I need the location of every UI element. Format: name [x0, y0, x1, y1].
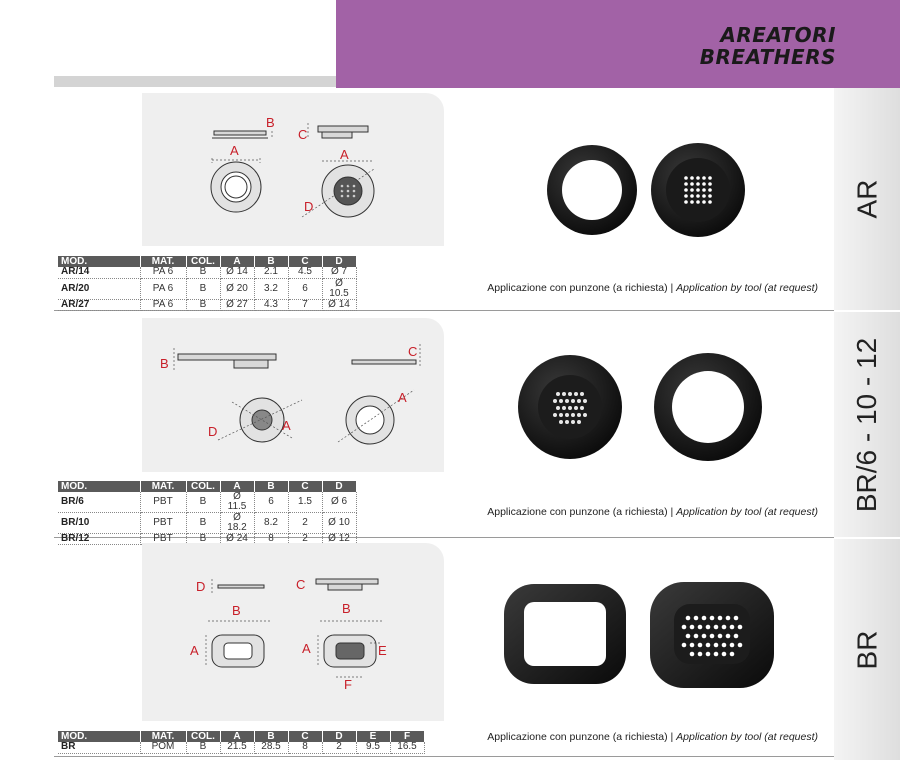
- col-header-mat: MAT.: [140, 731, 187, 742]
- col-header-d: D: [322, 256, 357, 267]
- table-row: BR/10 PBT B Ø 18.2 8.2 2 Ø 10: [58, 512, 357, 534]
- spec-table-br-series: MOD. MAT. COL. A B C D BR/6 PBT B Ø 11.5…: [58, 481, 357, 545]
- table-row: BR POM B 21.5 28.5 8 2 9.5 16.5: [58, 742, 425, 754]
- header-grey-rule: [54, 76, 336, 87]
- col-header-mat: MAT.: [140, 481, 187, 492]
- application-note-br-series: Applicazione con punzone (a richiesta) |…: [487, 506, 818, 518]
- col-header-a: A: [220, 731, 255, 742]
- table-row: AR/20 PA 6 B Ø 20 3.2 6 Ø 10.5: [58, 278, 357, 300]
- side-label-br-series: BR/6 - 10 - 12: [851, 337, 882, 512]
- side-tab-br: BR: [834, 539, 900, 760]
- product-photo-br-series: [518, 353, 762, 461]
- page-title: AREATORI BREATHERS: [700, 24, 836, 68]
- dimension-label-b2: B: [342, 601, 351, 616]
- dimension-label-b: B: [232, 603, 241, 618]
- dimension-label-a: A: [230, 143, 239, 158]
- dimension-label-a2: A: [340, 147, 349, 162]
- dimension-label-a: A: [190, 643, 199, 658]
- dimension-label-c: C: [296, 577, 305, 592]
- header-band: AREATORI BREATHERS: [336, 0, 900, 88]
- dimension-label-d: D: [208, 424, 217, 439]
- col-header-mod: MOD.: [58, 256, 141, 267]
- dimension-label-e: E: [378, 643, 387, 658]
- col-header-d: D: [322, 481, 357, 492]
- product-photo-ar: [547, 143, 745, 237]
- col-header-mod: MOD.: [58, 481, 141, 492]
- col-header-f: F: [390, 731, 425, 742]
- dimension-label-d: D: [196, 579, 205, 594]
- section-divider: [54, 537, 834, 538]
- application-note-br: Applicazione con punzone (a richiesta) |…: [487, 731, 818, 743]
- dimension-label-a: A: [282, 418, 291, 433]
- side-label-br: BR: [851, 630, 882, 669]
- col-header-col: COL.: [186, 731, 221, 742]
- technical-drawing-ar: A B C A D: [142, 93, 444, 246]
- section-divider: [54, 756, 834, 757]
- side-label-ar: AR: [851, 179, 882, 219]
- col-header-b: B: [254, 481, 289, 492]
- dimension-label-b: B: [160, 356, 169, 371]
- dimension-label-c: C: [298, 127, 307, 142]
- dimension-label-a2: A: [302, 641, 311, 656]
- col-header-c: C: [288, 481, 323, 492]
- section-divider: [54, 310, 834, 311]
- spec-table-br: MOD. MAT. COL. A B C D E F BR POM B 21.5…: [58, 731, 425, 754]
- application-note-ar: Applicazione con punzone (a richiesta) |…: [487, 282, 818, 294]
- col-header-col: COL.: [186, 481, 221, 492]
- col-header-d: D: [322, 731, 357, 742]
- col-header-a: A: [220, 256, 255, 267]
- col-header-c: C: [288, 256, 323, 267]
- dimension-label-d: D: [304, 199, 313, 214]
- product-photo-br: [504, 582, 774, 688]
- dimension-label-b: B: [266, 115, 275, 130]
- title-italian: AREATORI: [720, 23, 836, 47]
- table-row: BR/6 PBT B Ø 11.5 6 1.5 Ø 6: [58, 492, 357, 513]
- spec-table-ar: MOD. MAT. COL. A B C D AR/14 PA 6 B Ø 14…: [58, 256, 357, 311]
- side-tab-br-series: BR/6 - 10 - 12: [834, 312, 900, 537]
- col-header-mod: MOD.: [58, 731, 141, 742]
- col-header-b: B: [254, 731, 289, 742]
- col-header-col: COL.: [186, 256, 221, 267]
- table-row: AR/27 PA 6 B Ø 27 4.3 7 Ø 14: [58, 299, 357, 311]
- col-header-mat: MAT.: [140, 256, 187, 267]
- technical-drawing-br: D C B B A A E F: [142, 543, 444, 721]
- title-english: BREATHERS: [699, 45, 836, 69]
- table-row: BR/12 PBT B Ø 24 8 2 Ø 12: [58, 533, 357, 545]
- col-header-b: B: [254, 256, 289, 267]
- col-header-a: A: [220, 481, 255, 492]
- side-tab-ar: AR: [834, 88, 900, 310]
- table-row: AR/14 PA 6 B Ø 14 2.1 4.5 Ø 7: [58, 267, 357, 279]
- col-header-e: E: [356, 731, 391, 742]
- technical-drawing-br-series: B C D A A: [142, 318, 444, 472]
- dimension-label-c: C: [408, 344, 417, 359]
- dimension-label-a2: A: [398, 390, 407, 405]
- dimension-label-f: F: [344, 677, 352, 692]
- col-header-c: C: [288, 731, 323, 742]
